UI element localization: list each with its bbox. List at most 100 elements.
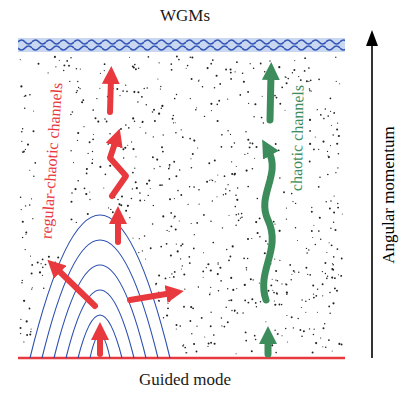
phase-dot xyxy=(230,68,232,70)
phase-dot xyxy=(148,180,150,182)
phase-dot xyxy=(25,205,26,206)
phase-dot xyxy=(182,136,184,138)
phase-dot xyxy=(161,146,163,148)
phase-dot xyxy=(279,304,281,306)
phase-dot xyxy=(335,172,336,173)
phase-dot xyxy=(170,63,172,65)
phase-dot xyxy=(285,76,286,77)
phase-dot xyxy=(83,126,84,127)
phase-dot xyxy=(21,131,23,133)
phase-dot xyxy=(135,156,136,157)
phase-dot xyxy=(153,205,154,206)
phase-dot xyxy=(135,68,137,70)
phase-dot xyxy=(252,168,254,170)
phase-dot xyxy=(145,132,146,133)
phase-dot xyxy=(134,64,136,66)
phase-dot xyxy=(301,307,302,308)
phase-dot xyxy=(97,121,99,123)
phase-dot xyxy=(191,57,193,59)
phase-dot xyxy=(329,312,331,314)
phase-dot xyxy=(23,341,24,342)
phase-dot xyxy=(91,162,93,164)
phase-dot xyxy=(54,56,56,58)
phase-dot xyxy=(231,310,232,311)
phase-dot xyxy=(265,321,266,322)
phase-dot xyxy=(328,156,330,158)
phase-dot xyxy=(257,232,259,234)
phase-dot xyxy=(162,151,164,153)
phase-dot xyxy=(234,311,235,312)
phase-dot xyxy=(110,133,111,134)
phase-dot xyxy=(294,272,295,273)
phase-dot xyxy=(247,91,249,93)
phase-dot xyxy=(84,187,86,189)
phase-dot xyxy=(166,230,167,231)
phase-dot xyxy=(253,68,255,70)
phase-dot xyxy=(287,341,288,342)
phase-dot xyxy=(29,94,31,96)
phase-dot xyxy=(318,186,320,188)
phase-dot xyxy=(104,70,105,71)
phase-dot xyxy=(191,78,193,80)
phase-dot xyxy=(70,150,71,151)
phase-dot xyxy=(76,92,78,94)
phase-dot xyxy=(312,285,314,287)
phase-dot xyxy=(37,63,39,65)
phase-dot xyxy=(184,347,186,349)
phase-dot xyxy=(198,286,200,288)
phase-dot xyxy=(146,183,148,185)
phase-dot xyxy=(261,117,263,119)
phase-dot xyxy=(217,104,219,106)
phase-dot xyxy=(160,89,161,90)
wgm-band xyxy=(18,38,345,52)
phase-dot xyxy=(285,283,286,284)
phase-dot xyxy=(341,258,343,260)
phase-dot xyxy=(221,134,223,136)
phase-dot xyxy=(286,218,287,219)
phase-dot xyxy=(338,274,339,275)
phase-dot xyxy=(154,168,155,169)
phase-dot xyxy=(99,88,100,89)
phase-dot xyxy=(230,277,232,279)
phase-dot xyxy=(170,254,172,256)
phase-dot xyxy=(23,300,25,302)
phase-dot xyxy=(143,88,144,89)
phase-dot xyxy=(234,174,236,176)
phase-dot xyxy=(77,81,78,82)
phase-dot xyxy=(117,199,118,200)
phase-dot xyxy=(174,98,176,100)
phase-dot xyxy=(183,274,185,276)
phase-dot xyxy=(156,159,158,161)
phase-dot xyxy=(161,105,163,107)
phase-dot xyxy=(279,230,281,232)
phase-dot xyxy=(329,292,330,293)
phase-dot xyxy=(315,295,317,297)
phase-dot xyxy=(203,214,205,216)
phase-dot xyxy=(336,128,338,130)
phase-dot xyxy=(305,312,306,313)
phase-dot xyxy=(20,59,21,60)
phase-dot xyxy=(210,325,212,327)
phase-dot xyxy=(25,234,26,235)
phase-dot xyxy=(217,120,219,122)
phase-dot xyxy=(279,260,280,261)
phase-dot xyxy=(68,65,70,67)
phase-dot xyxy=(104,63,106,65)
phase-dot xyxy=(207,67,209,69)
phase-dot xyxy=(175,175,177,177)
phase-dot xyxy=(158,300,159,301)
phase-dot xyxy=(159,184,161,186)
phase-dot xyxy=(229,190,230,191)
phase-dot xyxy=(174,271,176,273)
phase-dot xyxy=(238,213,240,215)
phase-dot xyxy=(333,211,335,213)
phase-dot xyxy=(24,108,26,110)
phase-dot xyxy=(323,327,325,329)
phase-dot xyxy=(186,68,187,69)
phase-dot xyxy=(183,306,185,308)
phase-dot xyxy=(206,181,208,183)
phase-dot xyxy=(313,297,315,299)
phase-dot xyxy=(311,90,312,91)
phase-dot xyxy=(256,306,257,307)
phase-dot xyxy=(39,271,41,273)
